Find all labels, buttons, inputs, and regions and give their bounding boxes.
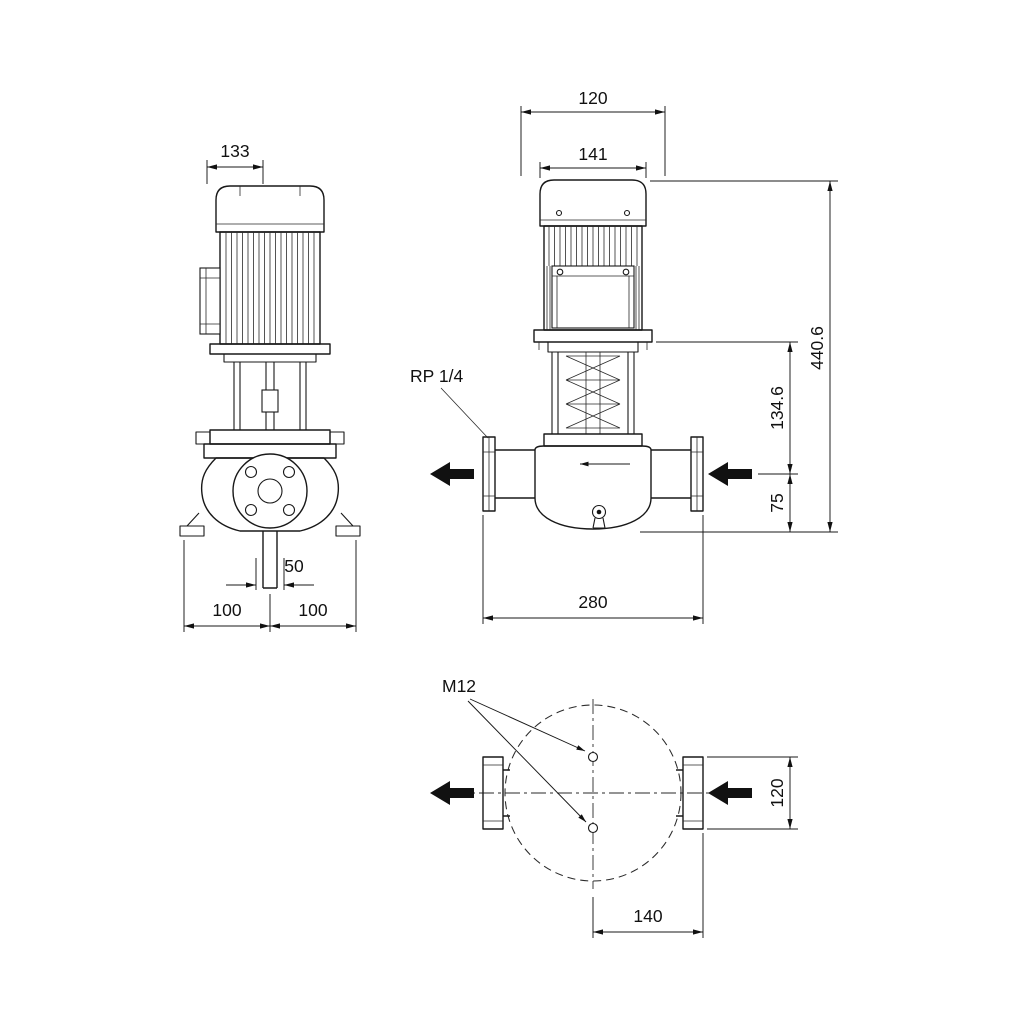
volute-side [200,457,340,532]
front-view: 120 141 [410,88,838,624]
flange-bolts-front [538,342,648,350]
flow-arrow-right [708,462,752,486]
motor-outline-dashed [504,704,682,882]
dim-base-ext [183,540,357,632]
cap-screw [623,209,631,217]
flow-arrow-left-top [430,781,474,805]
top-view: M12 120 140 [430,676,798,938]
dim-flange-to-flange-label: 280 [578,592,607,612]
port-flange-face [232,453,308,529]
suction-flange-top-detail [483,764,503,822]
motor-fins-side [225,232,315,344]
dim-port-bore-label: 50 [284,556,304,576]
discharge-flange-top-detail [683,764,703,822]
bolt-hole-leader-lower [467,700,587,823]
bolt-hole-label: M12 [442,676,476,696]
flange-bolt-hole [282,465,296,479]
motor-cap-side [215,185,325,233]
flow-arrow-left [430,462,474,486]
drain-plug-center [596,509,602,515]
discharge-flange-top [682,756,704,830]
terminal-box-detail-side [200,268,220,334]
dim-motor-width-label: 141 [578,144,607,164]
dim-port-bore-ext [255,558,285,590]
dim-top-width-ext [520,106,666,176]
coupling-window [261,389,279,413]
flange-bolt-hole [282,503,296,517]
side-view: 133 50 100 100 [179,141,361,632]
port-bore [257,478,283,504]
cap-screw [555,209,563,217]
motor-cap-detail-side [216,186,324,225]
height-dim-ext [640,180,838,533]
flange-bolt-hole [244,465,258,479]
m12-bolt-hole [587,751,599,763]
terminal-box-screw [556,268,564,276]
motor-adapter-front [547,341,639,353]
port-pipes-top [503,769,683,817]
volute-front [534,445,652,530]
bottom-port-stub [262,531,278,589]
dim-head-height-label: 134.6 [767,386,787,430]
terminal-box-screw [622,268,630,276]
suction-flange-top [482,756,504,830]
dim-port-height-label: 75 [767,493,787,512]
dim-motor-depth-label: 133 [220,141,249,161]
m12-bolt-hole [587,822,599,834]
port-pipes [495,449,691,499]
gauge-port-label: RP 1/4 [410,366,463,386]
coupling-lantern-front [551,352,635,435]
dim-motor-width-ext [539,162,647,178]
flow-arrow-right-top [708,781,752,805]
gauge-port-leader [440,387,489,439]
terminal-box-front [551,265,635,329]
motor-fins-front [546,226,640,330]
dim-center-to-flange-label: 140 [633,906,662,926]
motor-flange-front [533,329,653,343]
dim-flange-width-ext [707,756,798,830]
coupling-guard-lattice [565,355,621,429]
discharge-flange-detail [691,437,703,511]
pump-head-plate-side [209,429,331,445]
dim-base-left-label: 100 [212,600,241,620]
dim-flange-to-flange-ext [482,515,704,624]
flange-bolt-hole [244,503,258,517]
motor-cap-front [539,179,647,227]
dim-top-width-label: 120 [578,88,607,108]
dim-flange-width-label: 120 [767,778,787,807]
motor-adapter-side [223,353,317,363]
bolt-hole-leader-upper [469,698,586,752]
seal-housing-front [543,433,643,447]
dim-base-right-label: 100 [298,600,327,620]
volute-feet [179,525,361,537]
terminal-box-side [199,267,221,335]
drain-plug-stub [592,517,606,529]
dim-total-height-label: 440.6 [807,326,827,370]
terminal-box-detail-front [552,275,634,328]
dim-motor-depth-ext [206,160,264,184]
suction-flange-detail [483,437,495,511]
motor-flange-side [209,343,331,355]
support-legs [186,512,354,527]
head-plate-tabs [195,431,345,445]
pump-shaft [585,352,601,434]
